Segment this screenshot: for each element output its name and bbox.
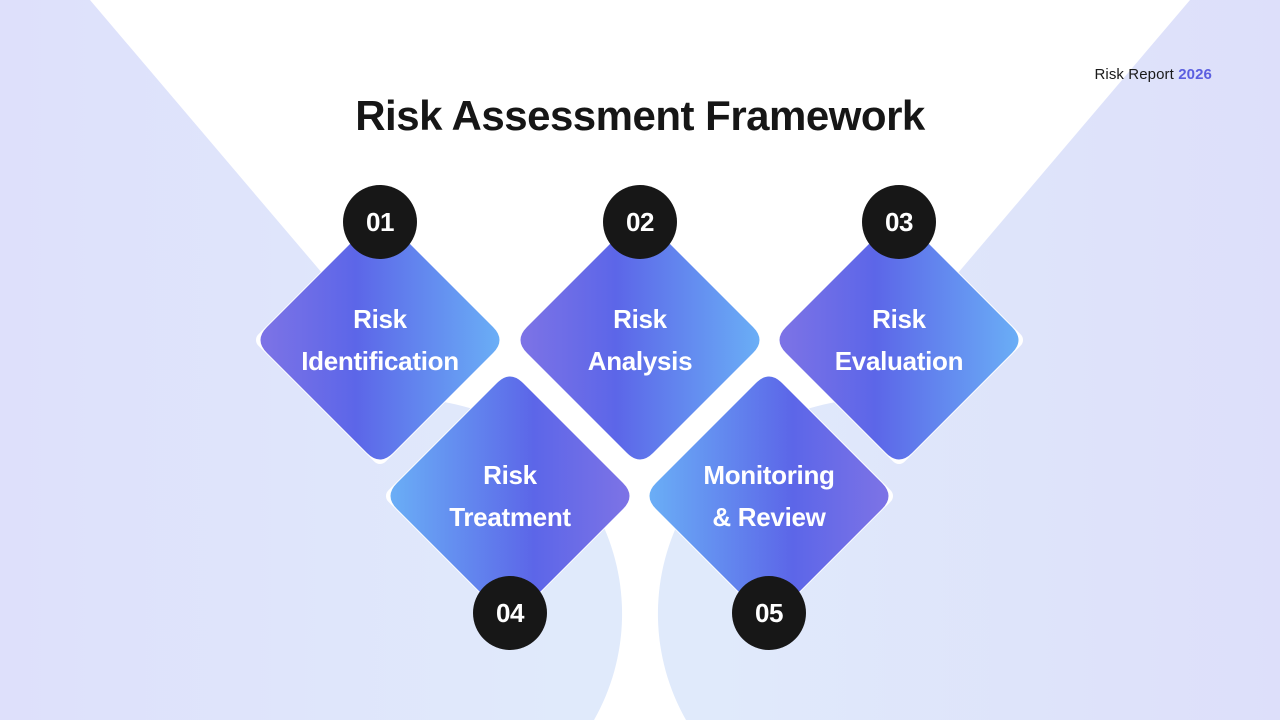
diamond-shape xyxy=(649,376,889,616)
diamond-shape xyxy=(260,220,500,460)
brand-year: 2026 xyxy=(1178,66,1212,83)
step-number-badge: 02 xyxy=(603,185,677,259)
step-label: Risk Evaluation xyxy=(834,304,964,376)
step-number-badge: 01 xyxy=(343,185,417,259)
report-brand: Risk Report 2026 xyxy=(1094,66,1212,83)
step-risk-treatment: Risk Treatment xyxy=(390,376,630,616)
step-risk-evaluation: Risk Evaluation xyxy=(779,220,1019,460)
step-label: Monitoring & Review xyxy=(703,460,835,532)
step-number-badge: 03 xyxy=(862,185,936,259)
step-label: Risk Analysis xyxy=(587,304,693,376)
step-label: Risk Treatment xyxy=(449,460,571,532)
step-number-badge: 05 xyxy=(732,576,806,650)
step-monitoring-review: Monitoring & Review xyxy=(649,376,889,616)
brand-prefix: Risk Report xyxy=(1094,66,1174,83)
diamond-shape xyxy=(520,220,760,460)
step-risk-identification: Risk Identification xyxy=(260,220,500,460)
step-risk-analysis: Risk Analysis xyxy=(520,220,760,460)
diamond-shape xyxy=(779,220,1019,460)
diamond-shape xyxy=(390,376,630,616)
step-number-badge: 04 xyxy=(473,576,547,650)
page-title: Risk Assessment Framework xyxy=(355,92,925,139)
step-label: Risk Identification xyxy=(301,304,459,376)
